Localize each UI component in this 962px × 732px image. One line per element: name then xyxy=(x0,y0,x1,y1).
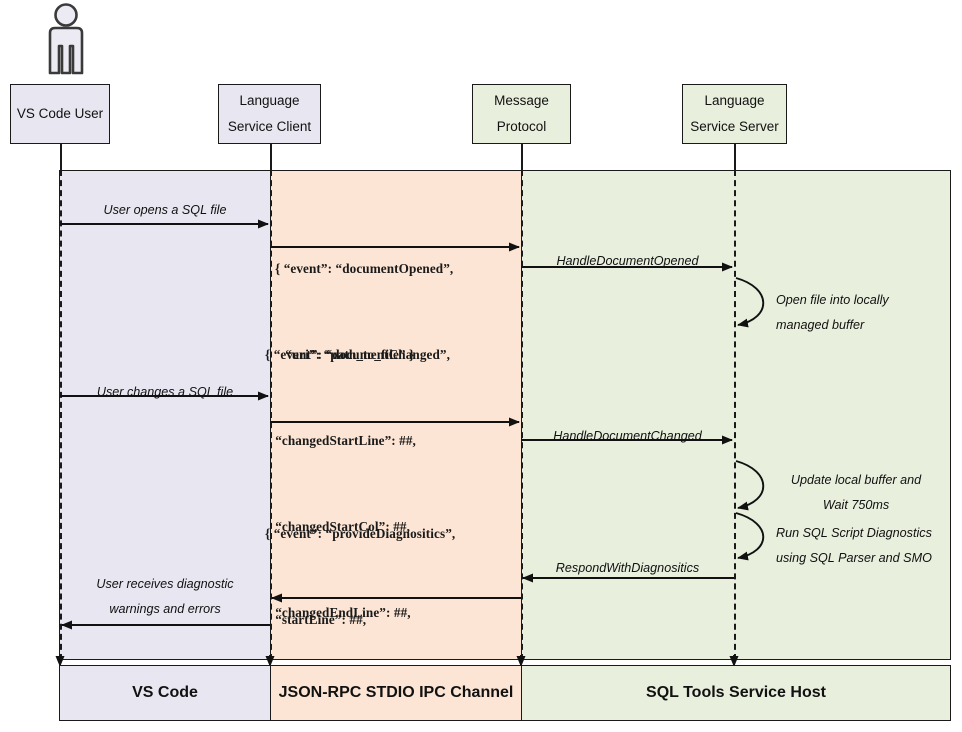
message-label-handle-document-changed: HandleDocumentChanged xyxy=(553,429,702,443)
note-line2: managed buffer xyxy=(776,317,865,332)
lane-footer-label: VS Code xyxy=(132,684,198,701)
lifeline-stub-language-client xyxy=(270,144,272,170)
note-open-file-buffer: Open file into locally managed buffer xyxy=(776,288,889,337)
note-line2: Wait 750ms xyxy=(822,497,890,512)
payload-document-opened: { “event”: “documentOpened”, “uri”: “pat… xyxy=(275,198,453,427)
payload-line: { “event”: “documentChanged”, xyxy=(265,347,451,363)
lane-footer-vs-code: VS Code xyxy=(59,665,271,721)
lane-band-vs-code xyxy=(59,170,271,660)
note-line1: Run SQL Script Diagnostics xyxy=(776,526,932,540)
message-line1: User receives diagnostic xyxy=(96,577,234,591)
lane-footer-service-host: SQL Tools Service Host xyxy=(521,665,951,721)
participant-label: VS Code User xyxy=(16,106,104,122)
lane-footer-label: SQL Tools Service Host xyxy=(646,684,826,701)
payload-line: “changedStartCol”: ##, xyxy=(265,518,410,534)
note-line1: Open file into locally xyxy=(776,293,889,307)
message-line2: warnings and errors xyxy=(109,601,221,616)
message-label-user-changes-file: User changes a SQL file xyxy=(96,385,234,399)
participant-label-line1: Message xyxy=(494,93,549,109)
participant-label-line1: Language xyxy=(704,93,765,109)
payload-line: “startLine”: ##, xyxy=(265,611,367,627)
lifeline-vs-code-user xyxy=(60,170,62,660)
lifeline-language-client xyxy=(270,170,272,660)
lane-band-service-host xyxy=(521,170,951,660)
lifeline-message-protocol xyxy=(521,170,523,660)
message-label-user-opens-file: User opens a SQL file xyxy=(103,203,227,217)
message-label-respond-with-diagnositics: RespondWithDiagnositics xyxy=(555,561,700,575)
user-actor-icon xyxy=(38,2,94,85)
note-line1: Update local buffer and xyxy=(790,473,922,487)
payload-line: “changedEndLine”: ##, xyxy=(265,604,411,620)
lifeline-stub-message-protocol xyxy=(521,144,523,170)
participant-label-line2: Service Server xyxy=(690,119,779,134)
lane-footer-ipc: JSON-RPC STDIO IPC Channel xyxy=(270,665,522,721)
participant-message-protocol: Message Protocol xyxy=(472,84,571,144)
participant-label-line2: Service Client xyxy=(227,119,312,134)
message-label-handle-document-opened: HandleDocumentOpened xyxy=(556,254,699,268)
payload-line: “changedStartLine”: ##, xyxy=(265,432,416,448)
payload-line: “uri”: “path_to_file” } xyxy=(275,346,415,362)
payload-line: { “event”: “provideDiagnositics”, xyxy=(265,526,456,542)
note-run-diagnostics: Run SQL Script Diagnostics using SQL Par… xyxy=(776,521,932,570)
participant-label-line2: Protocol xyxy=(496,119,547,134)
payload-line: { “event”: “documentOpened”, xyxy=(275,261,454,277)
message-label-user-receives-diagnostics: User receives diagnostic warnings and er… xyxy=(62,572,268,621)
note-update-buffer-wait: Update local buffer and Wait 750ms xyxy=(776,468,936,517)
participant-label-line1: Language xyxy=(239,93,300,109)
note-line2: using SQL Parser and SMO xyxy=(776,550,932,565)
lifeline-stub-vs-code-user xyxy=(60,144,62,170)
participant-language-service-server: Language Service Server xyxy=(682,84,787,144)
lifeline-stub-language-server xyxy=(734,144,736,170)
participant-language-service-client: Language Service Client xyxy=(218,84,321,144)
lifeline-language-server xyxy=(734,170,736,660)
lane-band-ipc xyxy=(270,170,522,660)
participant-vs-code-user: VS Code User xyxy=(10,84,110,144)
lane-footer-label: JSON-RPC STDIO IPC Channel xyxy=(278,684,514,701)
